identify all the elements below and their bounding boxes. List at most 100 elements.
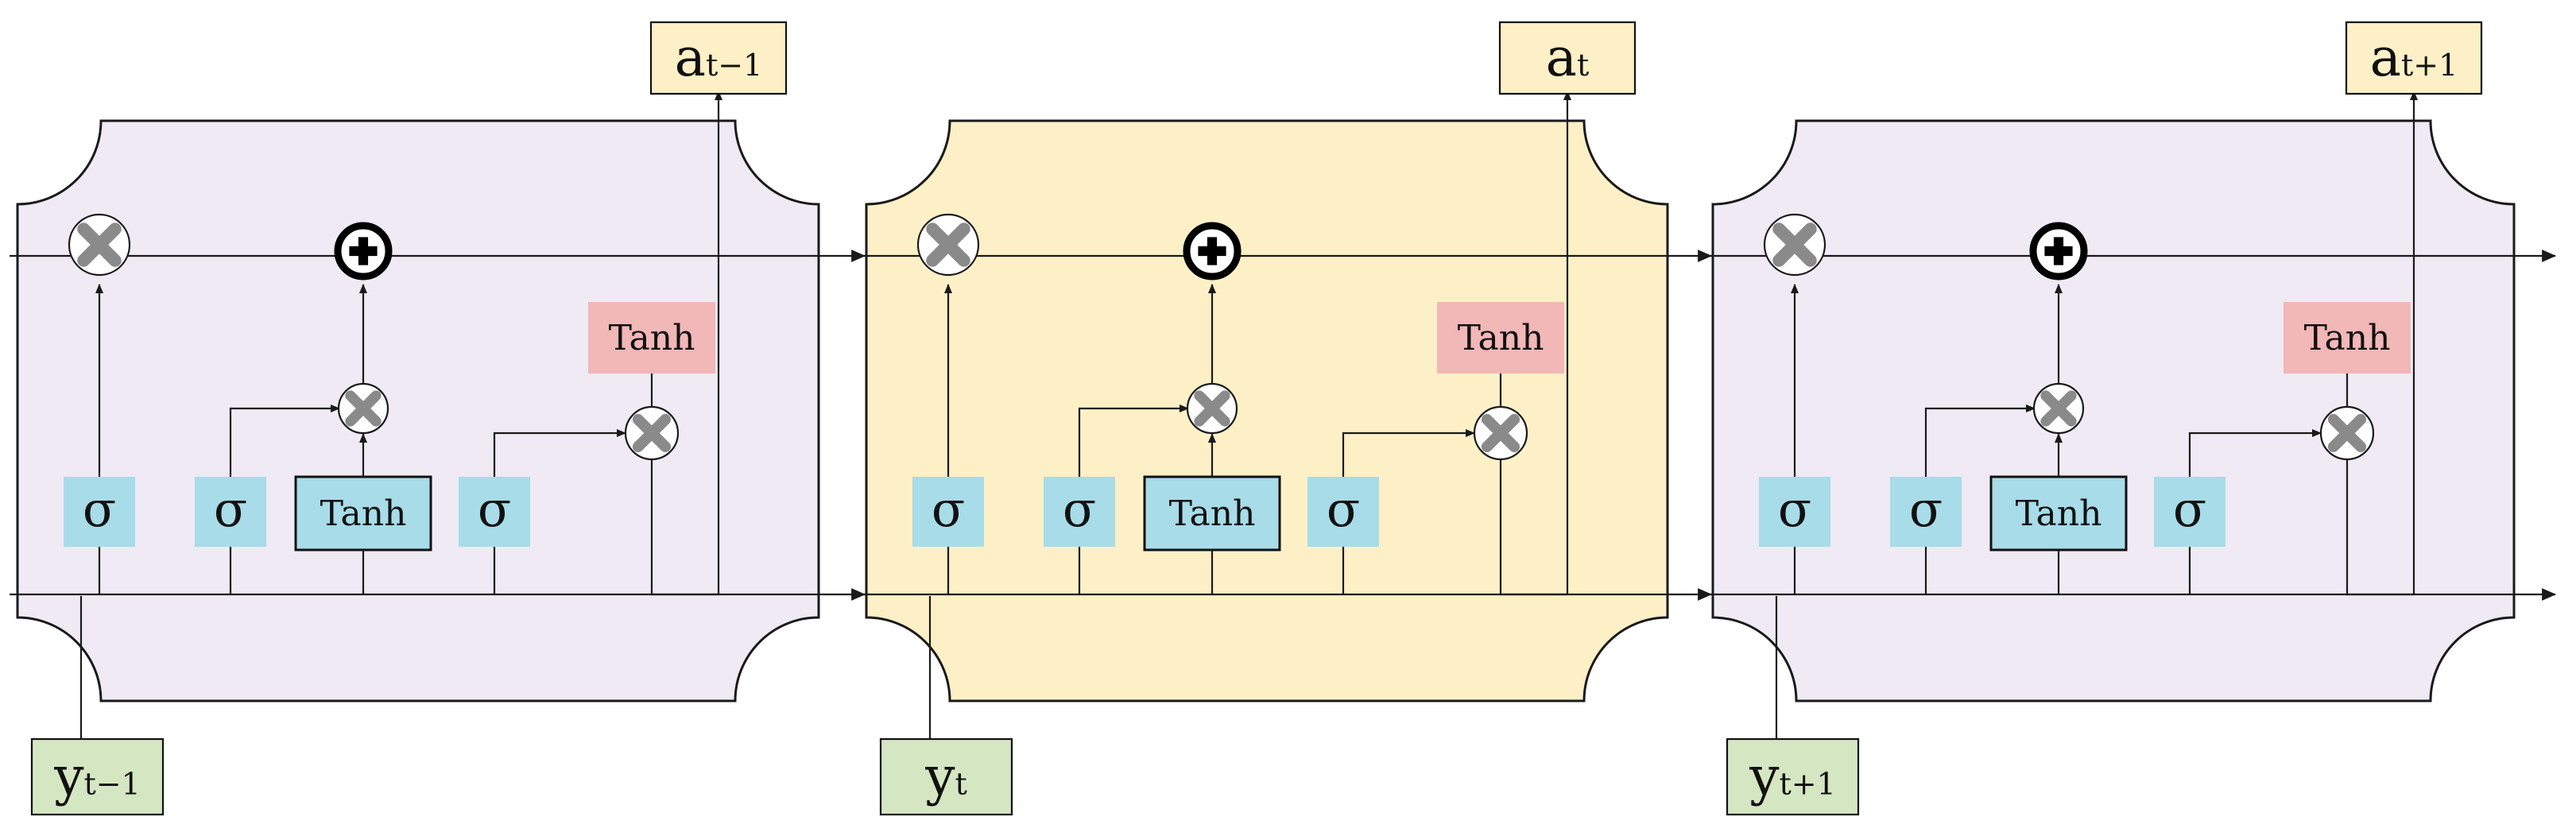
sigma-gate-box (1307, 477, 1379, 547)
connector-line (1078, 404, 1189, 477)
sigma-gate-box (195, 477, 266, 547)
add-op-icon (2029, 222, 2088, 281)
cell-body (865, 119, 1669, 702)
sigma-gate-box (1890, 477, 1962, 547)
sigma-gate-label: σ (478, 480, 511, 538)
add-op-icon (334, 222, 393, 281)
sigma-gate-label: σ (932, 480, 965, 538)
multiply-op-stroke (1772, 223, 1817, 267)
connector-line (2188, 429, 2322, 477)
sigma-gate: σ (912, 477, 984, 547)
input-label-2-subscript: t (955, 767, 967, 802)
output-label-1-box (649, 21, 788, 95)
output-label-2: at (1498, 21, 1637, 95)
sigma-gate-label: σ (1327, 480, 1360, 538)
connector-line (1342, 429, 1475, 477)
tanh-output: Tanh (1437, 302, 1564, 373)
tanh-candidate-label: Tanh (2016, 493, 2102, 534)
input-label-1: yt−1 (30, 737, 165, 816)
sigma-gate: σ (1890, 477, 1962, 547)
multiply-op-icon (916, 213, 980, 277)
sigma-gate-label: σ (1778, 480, 1811, 538)
sigma-gate-box (459, 477, 530, 547)
sigma-gate-label: σ (1909, 480, 1943, 538)
input-label-2: yt (879, 737, 1013, 816)
input-label-2-base: y (924, 746, 955, 807)
connector-line (2346, 459, 2414, 596)
connector-line (229, 404, 340, 477)
input-label-3-label: yt+1 (1749, 746, 1836, 807)
output-label-3-box (2345, 21, 2483, 95)
tanh-candidate: Tanh (1143, 475, 1281, 552)
output-label-3: at+1 (2345, 21, 2483, 95)
input-label-1-label: yt−1 (53, 746, 141, 807)
tanh-candidate-label: Tanh (320, 493, 407, 534)
multiply-op-stroke (2040, 390, 2077, 427)
sigma-gate: σ (2154, 477, 2225, 547)
output-label-2-subscript: t (1577, 48, 1589, 83)
multiply-op-icon (1763, 213, 1826, 277)
output-label-1: at−1 (649, 21, 788, 95)
output-label-1-subscript: t−1 (706, 48, 762, 83)
multiply-op-icon (337, 382, 389, 435)
tanh-candidate-box (1989, 475, 2128, 552)
multiply-op-stroke (77, 223, 122, 267)
sigma-gate: σ (64, 477, 135, 547)
cell-body (1711, 119, 2516, 702)
output-label-3-base: a (2370, 27, 2401, 88)
sigma-gate-box (1759, 477, 1830, 547)
output-label-2-base: a (1546, 27, 1577, 88)
tanh-candidate-label: Tanh (1169, 493, 1256, 534)
tanh-output-box (1437, 302, 1564, 373)
connector-line (650, 459, 719, 596)
tanh-output-box (2284, 302, 2411, 373)
tanh-output-label: Tanh (2304, 318, 2391, 358)
sigma-gate: σ (1759, 477, 1830, 547)
sigma-gate-box (64, 477, 135, 547)
sigma-gate: σ (459, 477, 530, 547)
input-label-1-base: y (53, 746, 84, 807)
sigma-gate: σ (1044, 477, 1115, 547)
sigma-gate-label: σ (83, 480, 116, 538)
tanh-output: Tanh (2284, 302, 2411, 373)
multiply-op-stroke (632, 413, 672, 453)
multiply-op-stroke (1194, 390, 1230, 427)
multiply-op-icon (624, 405, 680, 461)
sigma-gate-box (1044, 477, 1115, 547)
sigma-gate-box (2154, 477, 2225, 547)
output-label-2-box (1498, 21, 1637, 95)
sigma-gate: σ (1307, 477, 1379, 547)
output-label-1-base: a (675, 27, 706, 88)
multiply-op-stroke (2327, 413, 2367, 453)
multiply-op-icon (68, 213, 131, 277)
multiply-op-icon (1186, 382, 1238, 435)
connector-line (1499, 459, 1567, 596)
sigma-gate-label: σ (214, 480, 247, 538)
output-label-3-subscript: t+1 (2401, 48, 2458, 83)
sigma-gate: σ (195, 477, 266, 547)
output-label-1-label: at−1 (675, 27, 763, 88)
tanh-candidate: Tanh (294, 475, 432, 552)
add-op-icon (1183, 222, 1242, 281)
input-label-1-subscript: t−1 (84, 767, 141, 802)
input-label-3-box (1726, 737, 1860, 816)
tanh-output-box (588, 302, 715, 373)
sigma-gate-label: σ (1063, 480, 1096, 538)
output-label-2-label: at (1546, 27, 1590, 88)
tanh-candidate: Tanh (1989, 475, 2128, 552)
cell-body (16, 119, 820, 702)
multiply-op-icon (1473, 405, 1528, 461)
input-label-1-box (30, 737, 165, 816)
multiply-op-stroke (1481, 413, 1520, 453)
multiply-op-icon (2319, 405, 2375, 461)
multiply-op-stroke (345, 390, 382, 427)
multiply-op-icon (2032, 382, 2085, 435)
input-label-3-subscript: t+1 (1780, 767, 1836, 802)
multiply-op-stroke (926, 223, 970, 267)
tanh-output-label: Tanh (609, 318, 695, 358)
